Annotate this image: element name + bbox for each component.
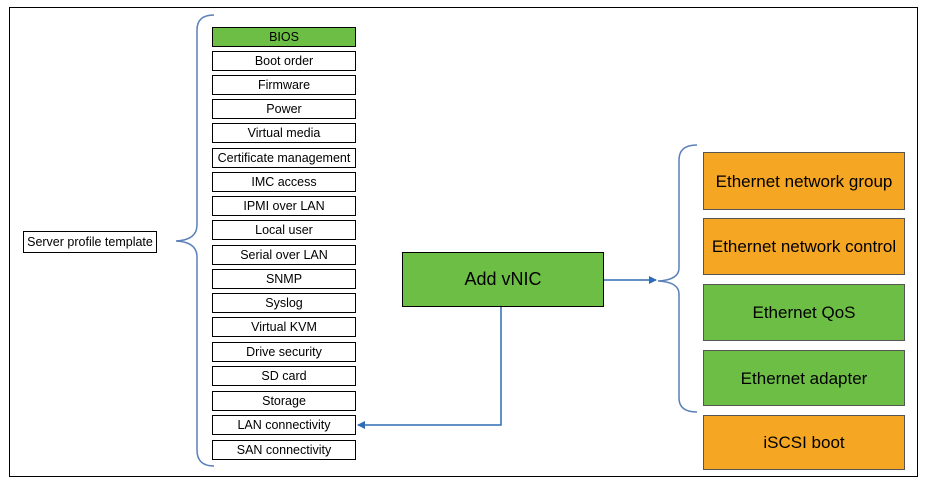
policy-box: IMC access (212, 172, 356, 192)
policy-box: Drive security (212, 342, 356, 362)
policy-box: SD card (212, 366, 356, 386)
left-brace (175, 14, 215, 467)
policy-label: Firmware (257, 78, 311, 92)
policy-label: IPMI over LAN (243, 199, 325, 213)
vnic-policy-label: iSCSI boot (763, 433, 845, 452)
policy-box: Certificate management (212, 148, 356, 168)
add-vnic-box: Add vNIC (402, 252, 604, 307)
policy-label: Boot order (254, 54, 314, 68)
policy-box: Serial over LAN (212, 245, 356, 265)
policy-box: Syslog (212, 293, 356, 313)
policy-label: Serial over LAN (240, 248, 328, 262)
policy-box: Local user (212, 220, 356, 240)
vnic-policy-label: Ethernet network group (715, 171, 893, 191)
policy-label: Drive security (246, 345, 322, 359)
policy-label: IMC access (251, 175, 317, 189)
server-profile-template-label: Server profile template (27, 235, 153, 249)
policy-box: Boot order (212, 51, 356, 71)
vnic-to-lan-arrow (357, 307, 502, 429)
vnic-policy-box: Ethernet network group (703, 152, 905, 210)
policy-box: Power (212, 99, 356, 119)
policy-box: Firmware (212, 75, 356, 95)
policy-label: Local user (255, 223, 313, 237)
policy-label: SNMP (265, 272, 303, 286)
add-vnic-label: Add vNIC (464, 269, 542, 289)
policy-label: Storage (262, 394, 306, 408)
policy-label: Virtual KVM (251, 320, 317, 334)
policy-box: LAN connectivity (212, 415, 356, 435)
policy-label: SAN connectivity (236, 443, 332, 457)
vnic-policy-label: Ethernet QoS (752, 303, 856, 322)
diagram-frame (9, 7, 918, 477)
policy-box: Virtual KVM (212, 317, 356, 337)
policy-box: BIOS (212, 27, 356, 47)
policy-label: BIOS (269, 30, 299, 44)
policy-label: Virtual media (247, 126, 321, 140)
policy-label: Power (266, 102, 302, 116)
vnic-policy-label: Ethernet network control (711, 237, 897, 256)
policy-label: Syslog (265, 296, 303, 310)
policy-label: Certificate management (217, 151, 351, 165)
vnic-policy-box: Ethernet adapter (703, 350, 905, 406)
policy-label: LAN connectivity (237, 418, 331, 432)
vnic-policy-box: Ethernet network control (703, 218, 905, 275)
policy-box: SNMP (212, 269, 356, 289)
right-brace (657, 144, 698, 413)
policy-box: SAN connectivity (212, 440, 356, 460)
vnic-policy-box: Ethernet QoS (703, 284, 905, 341)
vnic-policy-label: Ethernet adapter (740, 368, 868, 388)
policy-box: Storage (212, 391, 356, 411)
policy-box: Virtual media (212, 123, 356, 143)
server-profile-template-box: Server profile template (23, 231, 157, 253)
vnic-policy-box: iSCSI boot (703, 415, 905, 470)
policy-label: SD card (261, 369, 307, 383)
policy-box: IPMI over LAN (212, 196, 356, 216)
